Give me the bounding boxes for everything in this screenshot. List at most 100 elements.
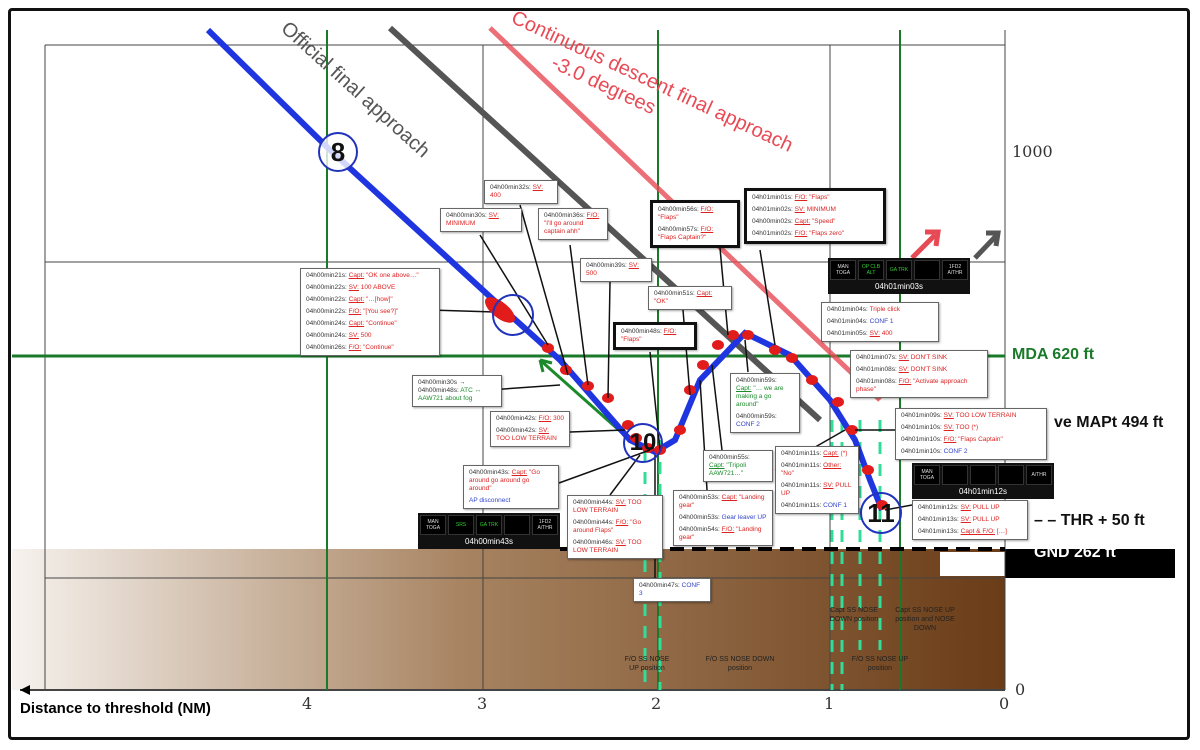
annotation-time: 04h01min12s: [918,504,961,511]
annotation-line: 04h00min21s: Capt: "OK one above…" [306,272,434,280]
annotation-time: 04h00min47s: [639,582,682,589]
annotation-text: TOO LOW TERRAIN [955,412,1017,419]
annotation-line: 04h01min11s: CONF 1 [781,502,853,510]
annotation-text: "… we are making a go around" [736,385,784,408]
sidestick-position-label: Capt SS NOSE UP position and NOSE DOWN [895,607,955,632]
annotation-text: "Go around go around go around" [469,469,540,492]
annotation-speaker: F/O: [794,194,808,201]
annotation-text: "Flaps" [658,214,679,221]
annotation-line: 04h01min12s: SV: PULL UP [918,504,1022,512]
annotation-line: 04h00min44s: F/O: "Go around Flaps" [573,519,657,535]
annotation-time: 04h00min30s → 04h00min48s: [418,379,466,394]
annotation-text: "…[how]" [366,296,393,303]
runway-block [1005,549,1175,578]
annotation-line: 04h00min42s: F/O: 300 [496,415,564,423]
grid [20,30,1006,691]
sidestick-position-label: F/O SS NOSE DOWN position [705,656,775,672]
annotation-time: 04h00min44s: [573,519,616,526]
annotation-line: 04h00min46s: SV: TOO LOW TERRAIN [573,539,657,555]
annotation-text: […] [996,528,1007,535]
annotation-speaker: SV: [960,516,971,523]
annotation-text: AP disconnect [469,497,511,504]
annotation-text: CONF 1 [869,318,894,325]
annotation-text: "OK" [654,298,669,305]
event-dot [697,360,709,370]
annotation-speaker: SV: [348,284,359,291]
annotation-time: 04h00min26s: [306,344,349,351]
annotation-line: 04h00min53s: Gear leaver UP [679,514,767,522]
annotation-text: "Tripoli AAW721…" [709,462,747,477]
annotation-text: CONF 3 [639,582,701,597]
cvr-annotation-box: 04h01min11s: Capt: (*)04h01min11s: Other… [775,446,859,514]
annotation-text: "No" [781,470,794,477]
annotation-speaker: SV: [943,412,954,419]
annotation-time: 04h00min42s: [496,427,539,434]
event-dot [742,330,754,340]
event-dot [832,397,844,407]
cvr-annotation-box: 04h01min01s: F/O: "Flaps"04h01min02s: SV… [744,188,886,244]
annotation-time: 04h01min10s: [901,448,944,455]
fma-cell: MAN TOGA [830,260,856,280]
annotation-text: "Flaps zero" [809,230,845,237]
annotation-text: DON'T SINK [910,354,948,361]
annotation-speaker: F/O: [663,328,677,335]
annotation-text: TOO LOW TERRAIN [496,435,557,442]
sidestick-position-label: Capt SS NOSE DOWN position [829,607,879,623]
annotation-speaker: F/O: [721,526,735,533]
fma-cell [998,465,1024,485]
annotation-speaker: SV: [348,332,359,339]
annotation-speaker: F/O: [700,206,714,213]
event-dot [582,381,594,391]
annotation-speaker: SV: [823,482,834,489]
position-marker-9 [492,294,534,336]
fma-time: 04h01min03s [874,282,924,291]
mapt-label: ve MAPt 494 ft [1054,414,1164,431]
annotation-time: 04h01min05s: [827,330,870,337]
annotation-line: 04h00min56s: F/O: "Flaps" [658,206,732,222]
position-marker-11: 11 [860,492,902,534]
annotation-line: 04h01min08s: SV: DON'T SINK [856,366,982,374]
annotation-time: 04h01min02s: [752,206,795,213]
annotation-time: 04h01min04s: [827,318,870,325]
cvr-annotation-box: 04h00min39s: SV: 500 [580,258,652,282]
cvr-annotation-box: 04h00min51s: Capt: "OK" [648,286,732,310]
annotation-time: 04h00min24s: [306,320,349,327]
annotation-line: 04h01min10s: SV: TOO (*) [901,424,1041,432]
x-axis-arrow [20,685,30,695]
fma-cell [942,465,968,485]
annotation-line: 04h00min24s: SV: 500 [306,332,434,340]
cvr-annotation-box: 04h00min55s: Capt: "Tripoli AAW721…" [703,450,773,482]
fma-cell: 1FD2 A/THR [942,260,968,280]
gnd-label: GND 262 ft [1034,544,1116,561]
cvr-annotation-box: 04h00min30s: SV: MINIMUM [440,208,522,232]
cvr-annotation-box: 04h00min53s: Capt: "Landing gear"04h00mi… [673,490,773,546]
annotation-time: 04h01min13s: [918,516,961,523]
terrain [12,549,1005,690]
annotation-line: 04h00min02s: Capt: "Speed" [752,218,878,226]
fma-time: 04h00min43s [464,537,514,546]
annotation-time: 04h01min04s: [827,306,870,313]
annotation-speaker: F/O: [348,308,362,315]
annotation-time: 04h00min44s: [573,499,616,506]
fma-cell [914,260,940,280]
annotation-text: "Landing gear" [679,526,762,541]
annotation-text: "Landing gear" [679,494,765,509]
annotation-time: 04h00min30s: [446,212,489,219]
annotation-time: 04h00min22s: [306,296,349,303]
cvr-annotation-box: 04h00min21s: Capt: "OK one above…" 04h00m… [300,268,440,356]
annotation-time: 04h01min01s: [752,194,795,201]
annotation-line: 04h01min01s: F/O: "Flaps" [752,194,878,202]
annotation-time: 04h01min11s: [781,482,824,489]
annotation-speaker: Capt: [348,320,365,327]
annotation-time: 04h01min10s: [901,424,944,431]
annotation-time: 04h00min43s: [469,469,512,476]
annotation-time: 04h00min24s: [306,332,349,339]
official-missed-arrow [973,230,1001,260]
